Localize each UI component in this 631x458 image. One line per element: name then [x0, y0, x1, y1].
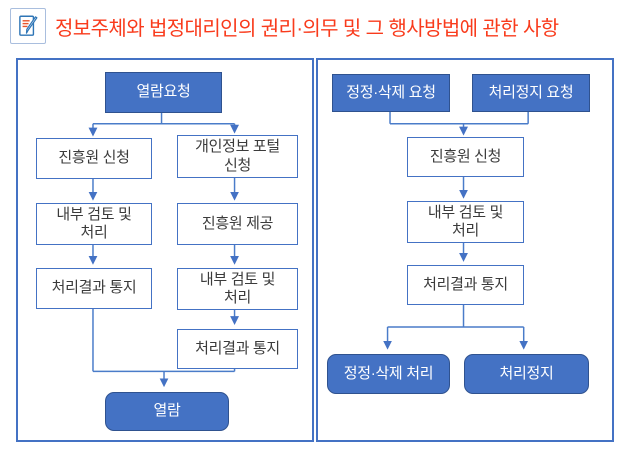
page-title: 정보주체와 법정대리인의 권리·의무 및 그 행사방법에 관한 사항: [55, 17, 559, 40]
flow-node-processing-suspension-request: 처리정지 요청: [472, 74, 590, 112]
flow-node-agency-application: 진흥원 신청: [36, 138, 152, 179]
flow-connectors-left: [88, 112, 239, 388]
flow-node-processing-suspension: 처리정지: [464, 354, 589, 394]
flow-node-result-notification-right: 처리결과 통지: [407, 265, 524, 305]
flow-node-internal-review-b: 내부 검토 및 처리: [177, 268, 298, 310]
flow-node-result-notification-a: 처리결과 통지: [36, 268, 152, 309]
memo-icon-glyph: [19, 15, 38, 36]
memo-icon: [10, 8, 46, 44]
flow-node-privacy-portal-application: 개인정보 포털 신청: [177, 135, 298, 178]
panel-access-flow: 열람요청 진흥원 신청 개인정보 포털 신청 내부 검토 및 처리 진흥원 제공…: [16, 58, 314, 442]
page-title-row: 정보주체와 법정대리인의 권리·의무 및 그 행사방법에 관한 사항: [10, 7, 559, 45]
flow-connectors-right: [383, 111, 529, 350]
flow-node-view-request: 열람요청: [105, 72, 222, 113]
flow-node-correction-deletion-processing: 정정·삭제 처리: [327, 354, 450, 394]
flow-node-agency-provision: 진흥원 제공: [177, 203, 298, 245]
flow-node-view: 열람: [105, 392, 229, 431]
panel-correction-suspension-flow: 정정·삭제 요청 처리정지 요청 진흥원 신청 내부 검토 및 처리 처리결과 …: [316, 58, 614, 442]
flow-node-internal-review-a: 내부 검토 및 처리: [36, 203, 152, 245]
flow-node-agency-application-right: 진흥원 신청: [407, 137, 524, 177]
flow-node-correction-deletion-request: 정정·삭제 요청: [332, 74, 450, 112]
flow-node-result-notification-b: 처리결과 통지: [177, 329, 298, 369]
flow-node-internal-review-right: 내부 검토 및 처리: [407, 201, 524, 243]
